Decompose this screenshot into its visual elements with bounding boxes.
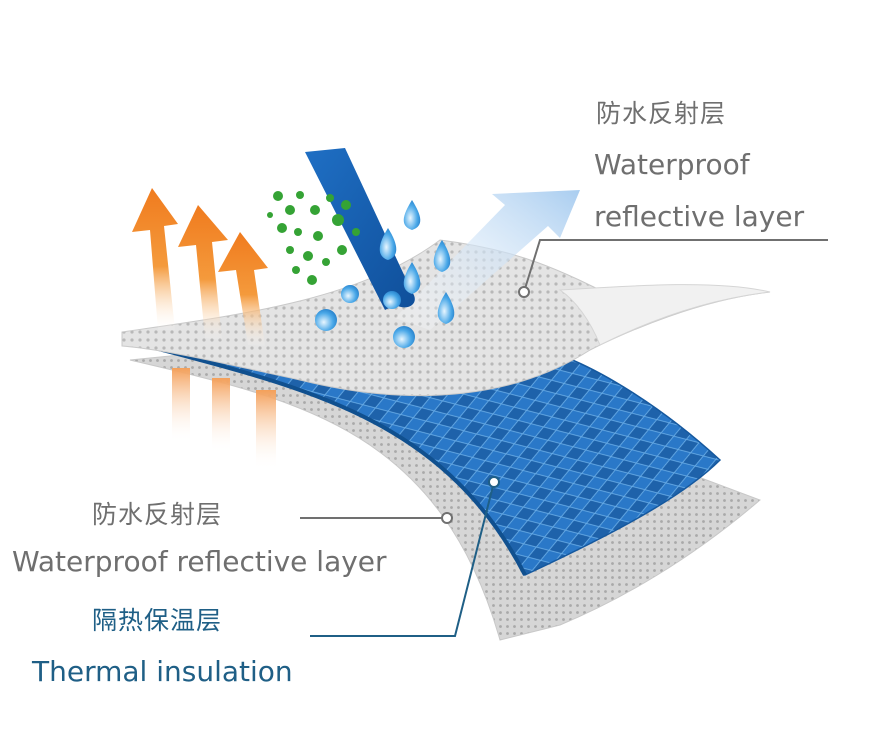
top-layer-zh-label: 防水反射层: [596, 99, 727, 128]
heat-arrow-icon: [132, 188, 268, 346]
bottom-layer-zh-label: 防水反射层: [92, 500, 223, 529]
top-layer-en-label-1: Waterproof: [594, 148, 750, 181]
thermal-layer-zh-label: 隔热保温层: [92, 606, 223, 635]
bottom-layer-en-label: Waterproof reflective layer: [12, 545, 387, 578]
reflected-arrow-icon: [395, 190, 580, 330]
rain-arrow-icon: [305, 148, 415, 310]
heat-arrow-icon: [172, 368, 276, 470]
green-particle-icon: [267, 191, 360, 285]
top-layer-en-label-2: reflective layer: [594, 200, 805, 233]
thermal-layer-en-label: Thermal insulation: [32, 655, 293, 688]
top-layer-curl: [558, 284, 771, 346]
water-drop-icon: [315, 200, 455, 348]
leader-lines: [300, 239, 828, 637]
